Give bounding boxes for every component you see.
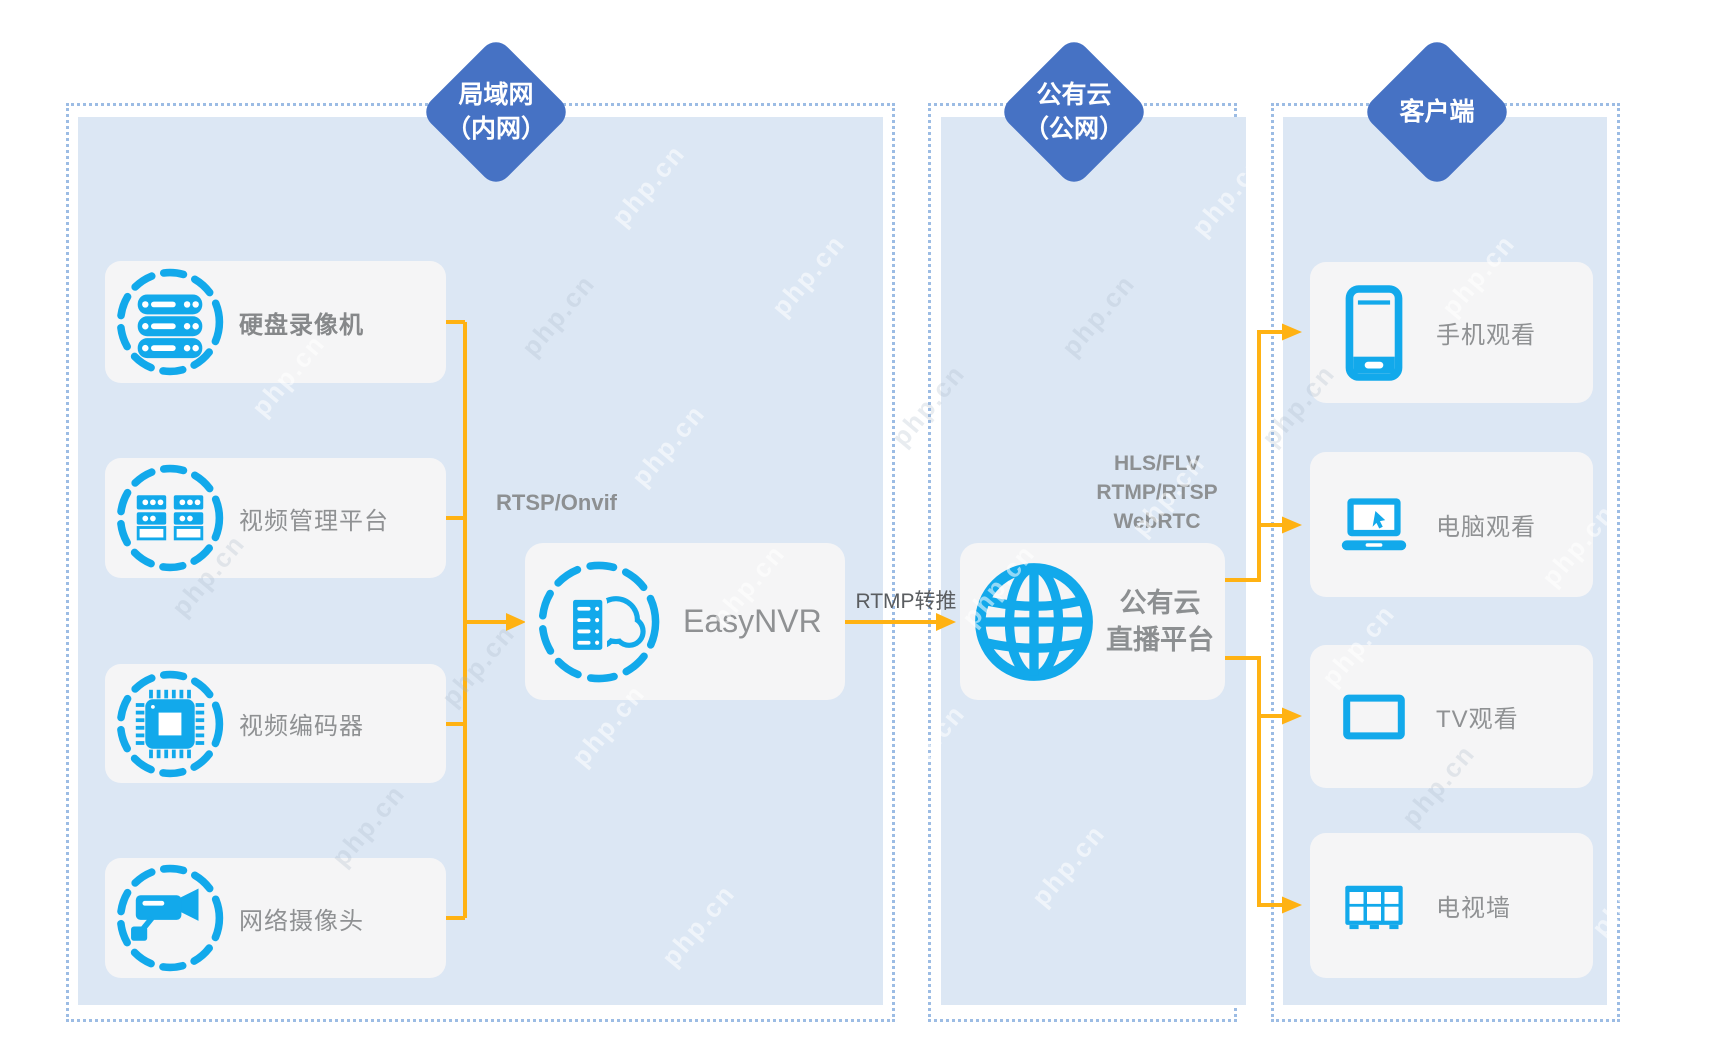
diamond-lan-line1: 局域网 bbox=[458, 81, 534, 109]
diamond-cloud-line1: 公有云 bbox=[1036, 81, 1112, 109]
icon-slot bbox=[1332, 672, 1416, 762]
endpoint-label: TV观看 bbox=[1436, 706, 1519, 733]
easynvr-label: EasyNVR bbox=[683, 603, 822, 639]
rtsp-onvif-label: RTSP/Onvif bbox=[496, 490, 618, 515]
device-card-encoder: 视频编码器 bbox=[105, 664, 446, 783]
device-card-ip-camera: 网络摄像头 bbox=[105, 858, 446, 978]
rtmp-push-label: RTMP转推 bbox=[855, 590, 957, 613]
device-label: 视频编码器 bbox=[239, 713, 364, 740]
laptop-icon bbox=[1341, 497, 1407, 550]
diamond-public-cloud-label: 公有云 （公网） bbox=[997, 35, 1151, 189]
cloud-platform-box: 公有云 直播平台 bbox=[960, 543, 1225, 700]
diamond-client-label: 客户端 bbox=[1360, 35, 1514, 189]
protocol-hls-flv: HLS/FLV bbox=[1114, 452, 1200, 475]
cloud-platform-line1: 公有云 bbox=[1119, 587, 1201, 618]
tv-icon bbox=[1343, 694, 1405, 739]
endpoint-label: 手机观看 bbox=[1436, 322, 1536, 349]
globe-icon bbox=[975, 562, 1093, 681]
device-label: 网络摄像头 bbox=[239, 907, 364, 935]
cloud-platform-label: 公有云 直播平台 bbox=[1106, 585, 1214, 659]
encoder-icon bbox=[116, 670, 224, 777]
diamond-client-line1: 客户端 bbox=[1399, 98, 1475, 126]
device-label: 视频管理平台 bbox=[239, 507, 389, 535]
protocol-webrtc: WebRTC bbox=[1113, 510, 1201, 533]
device-card-vms: 视频管理平台 bbox=[105, 458, 446, 578]
diamond-cloud-line2: （公网） bbox=[1023, 115, 1124, 143]
endpoint-label: 电视墙 bbox=[1436, 895, 1511, 922]
endpoint-card-mobile: 手机观看 bbox=[1310, 262, 1593, 403]
vms-icon bbox=[116, 464, 224, 572]
endpoint-card-pc: 电脑观看 bbox=[1310, 452, 1593, 597]
protocol-rtmp-rtsp: RTMP/RTSP bbox=[1096, 481, 1218, 504]
endpoint-card-tv: TV观看 bbox=[1310, 645, 1593, 788]
icon-slot bbox=[1332, 861, 1416, 951]
cloud-protocols-label: HLS/FLV RTMP/RTSP WebRTC bbox=[1037, 449, 1277, 536]
dvr-icon bbox=[116, 268, 224, 376]
device-label: 硬盘录像机 bbox=[239, 311, 364, 339]
device-card-dvr: 硬盘录像机 bbox=[105, 261, 446, 383]
ip-camera-icon bbox=[116, 864, 224, 972]
phone-icon bbox=[1345, 284, 1403, 381]
icon-slot bbox=[1332, 282, 1416, 384]
icon-slot bbox=[1332, 480, 1416, 570]
endpoint-card-tv-wall: 电视墙 bbox=[1310, 833, 1593, 978]
video-wall-icon bbox=[1345, 885, 1403, 929]
cloud-platform-line2: 直播平台 bbox=[1106, 624, 1214, 655]
nvr-cloud-icon bbox=[538, 561, 660, 682]
easynvr-box: EasyNVR bbox=[525, 543, 845, 700]
endpoint-label: 电脑观看 bbox=[1436, 514, 1536, 541]
diamond-lan-line2: （内网） bbox=[445, 115, 546, 143]
diamond-lan-label: 局域网 （内网） bbox=[419, 35, 573, 189]
